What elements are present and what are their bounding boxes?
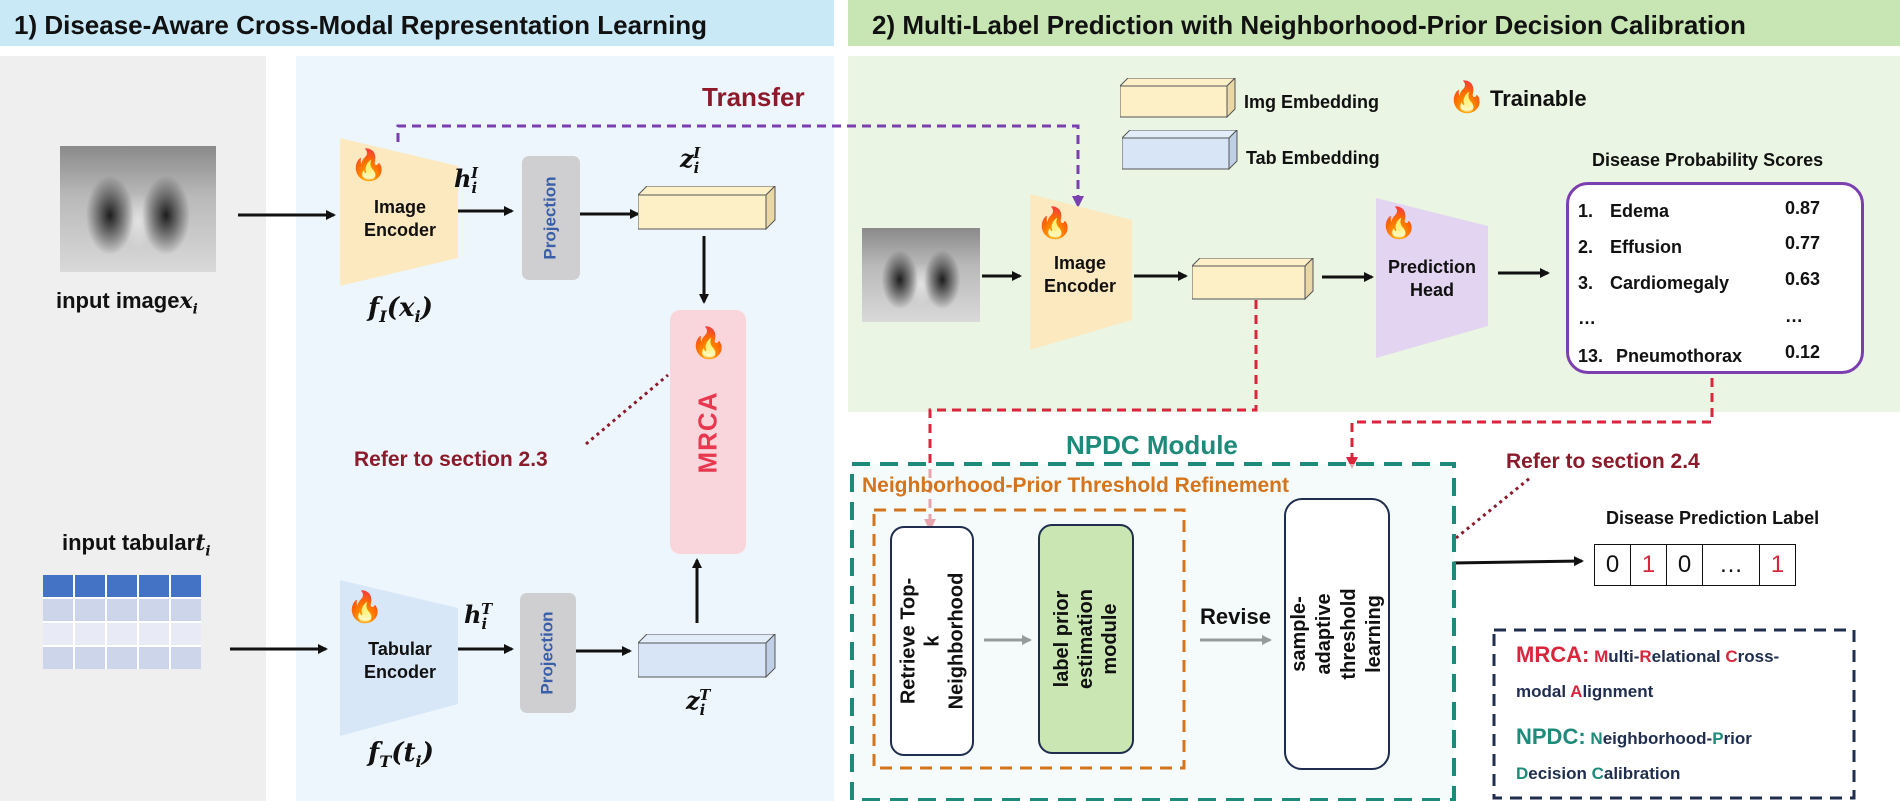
header-right [848,0,1900,46]
glossary-npdc-line2: Decision Calibration [1516,764,1681,783]
refer-section-2-3: Refer to section 2.3 [354,448,548,471]
z-t-label: ziT [686,686,711,719]
score-value: 0.63 [1785,269,1821,289]
prediction-xray-image [862,228,980,322]
score-value: 0.12 [1785,342,1821,362]
h-t-label: hiT [464,600,493,633]
tabular-encoder-shape [340,580,458,736]
transfer-arrow [396,124,1084,208]
refinement-border [872,508,1186,770]
glossary-npdc-text-1: Neighborhood-Prior [1590,729,1752,748]
section1-title: 1) Disease-Aware Cross-Modal Representat… [14,10,708,40]
section2-title: 2) Multi-Label Prediction with Neighborh… [872,10,1746,40]
refinement-title: Neighborhood-Prior Threshold Refinement [862,474,1290,497]
input-xray-image [60,146,216,272]
input-tabular-grid [43,575,201,669]
tabular-projection-label: Projection [538,611,557,695]
legend-tab-embedding-swatch [1122,130,1238,170]
h-i-label: hiI [454,164,479,197]
scores-to-threshold-arrow [1346,378,1714,469]
refer-2-3-connector [585,373,669,446]
mrca-box: MRCA [670,310,746,554]
prediction-label-title: Disease Prediction Label [1606,508,1820,528]
image-projection-box: Projection [522,156,580,280]
image-projection-label: Projection [541,176,560,260]
tabular-encoder-label: Tabular Encoder [363,639,437,682]
image-encoder-shape [340,138,458,286]
prediction-cell: … [1702,544,1760,586]
legend-img-embedding-label: Img Embedding [1244,92,1379,112]
prediction-cell: 0 [1666,544,1703,586]
legend-trainable-label: Trainable [1490,86,1587,111]
prediction-head-label: Prediction Head [1387,257,1476,300]
f-t-formula: fT(ti) [368,738,434,772]
retrieve-label: Retrieve Top-k Neighborhood [897,572,968,710]
prediction-cell: 1 [1630,544,1667,586]
image-embedding-zi [638,186,776,230]
input-tabular-caption: input tabularti [62,530,211,560]
threshold-label: sample-adaptive threshold learning [1288,588,1385,680]
header-left [0,0,834,46]
legend-flame-icon: 🔥 [1448,81,1486,114]
legend-img-embedding-swatch [1120,78,1236,118]
tabular-encoder-flame: 🔥 [346,591,384,624]
label-prior-box: label prior estimation module [1038,524,1134,754]
prediction-image-encoder-shape [1030,194,1132,350]
glossary-npdc-line1: NPDC: Neighborhood-Prior [1516,724,1752,749]
prediction-cell: 1 [1759,544,1796,586]
threshold-box: sample-adaptive threshold learning [1284,498,1390,770]
score-value: 0.87 [1785,198,1821,218]
prediction-image-encoder-label: Image Encoder [1043,253,1117,296]
prediction-encoder-flame: 🔥 [1036,207,1074,240]
refer-2-4-connector [1455,476,1531,540]
scores-box [1566,182,1864,374]
score-row: 13.Pneumothorax [1578,346,1743,366]
prediction-head-shape [1376,198,1488,358]
prediction-embedding [1192,258,1314,300]
input-image-caption: input imagexi [56,288,198,318]
npdc-module-title: NPDC Module [1066,430,1238,460]
score-value: 0.77 [1785,233,1821,253]
score-row: 3.Cardiomegaly [1578,273,1730,293]
retrieve-box: Retrieve Top-k Neighborhood [890,526,974,756]
image-encoder-flame: 🔥 [350,149,388,182]
mrca-flame: 🔥 [690,327,728,360]
prediction-head-flame: 🔥 [1380,207,1418,240]
z-i-label: ziI [680,144,701,177]
score-value: … [1785,306,1803,326]
glossary-border [1492,628,1856,800]
label-prior-label: label prior estimation module [1051,588,1121,690]
revise-label: Revise [1200,604,1271,629]
tabular-projection-box: Projection [520,593,576,713]
mrca-label: MRCA [692,391,723,473]
image-encoder-label: Image Encoder [363,197,437,240]
score-row: 1.Edema [1578,201,1670,221]
glossary-mrca-line2: modal Alignment [1516,682,1654,701]
score-row: … [1578,308,1596,328]
transfer-label: Transfer [702,82,805,112]
arrow-threshold-to-label [1451,556,1584,567]
f-i-formula: fI(xi) [368,293,433,327]
glossary-mrca-text-1: Multi-Relational Cross- [1594,647,1780,666]
glossary-mrca-line1: MRCA: Multi-Relational Cross- [1516,642,1780,667]
scores-title: Disease Probability Scores [1592,150,1824,170]
legend-tab-embedding-label: Tab Embedding [1246,148,1380,168]
refer-section-2-4: Refer to section 2.4 [1506,450,1700,473]
tabular-embedding-zt [638,634,776,678]
prediction-cell: 0 [1594,544,1631,586]
score-row: 2.Effusion [1578,237,1682,257]
